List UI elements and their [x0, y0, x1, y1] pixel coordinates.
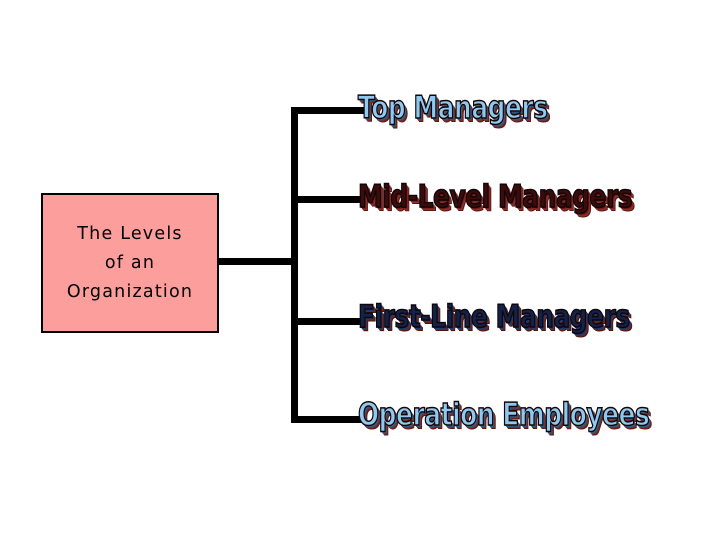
connector-branch-first-line-managers — [291, 318, 365, 325]
connector-branch-operation-employees — [291, 416, 365, 423]
level-label-mid-level-managers[interactable]: Mid-Level Managers — [357, 179, 633, 215]
title-box[interactable]: The Levels of an Organization — [41, 193, 219, 333]
connector-trunk — [291, 107, 298, 423]
level-label-operation-employees[interactable]: Operation Employees — [357, 397, 650, 433]
level-label-first-line-managers[interactable]: First-Line Managers — [357, 299, 630, 335]
level-label-top-managers[interactable]: Top Managers — [357, 90, 548, 126]
connector-branch-mid-level-managers — [291, 196, 365, 203]
connector-stem — [219, 258, 298, 265]
title-box-label: The Levels of an Organization — [66, 223, 194, 302]
connector-branch-top-managers — [291, 107, 365, 114]
